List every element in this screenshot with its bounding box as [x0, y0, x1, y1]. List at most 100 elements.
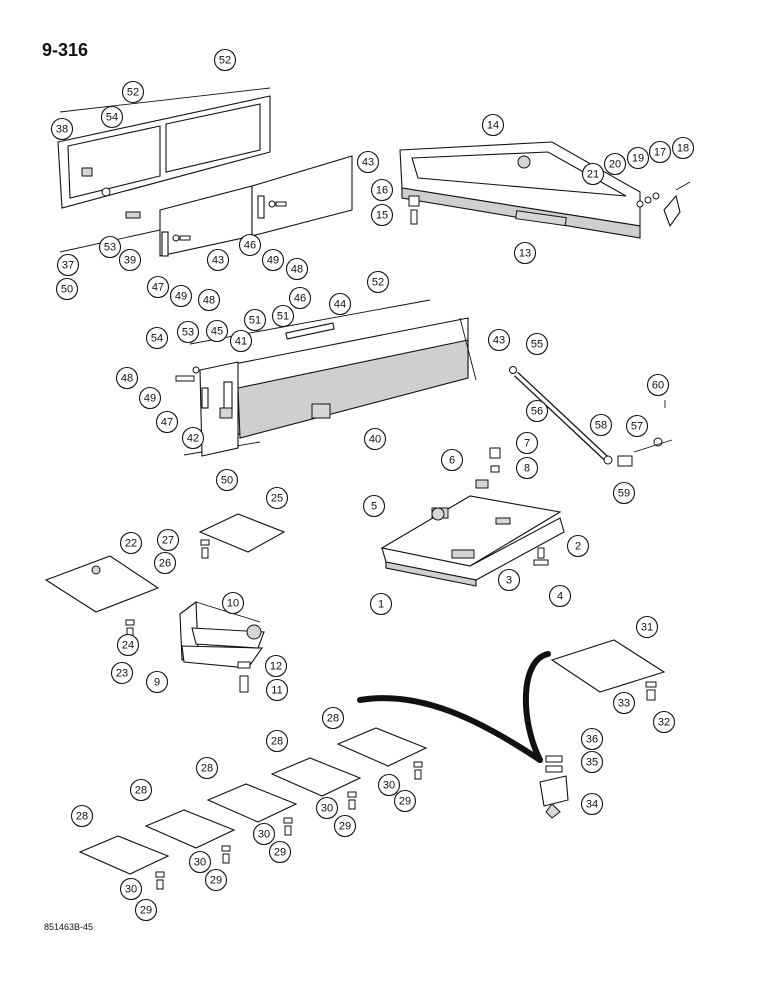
callout-19: 19 — [626, 146, 650, 170]
callout-49: 49 — [261, 248, 285, 272]
callout-27: 27 — [156, 528, 180, 552]
callout-number: 42 — [187, 433, 199, 445]
callout-10: 10 — [221, 591, 245, 615]
callout-number: 48 — [291, 264, 303, 276]
callout-42: 42 — [181, 426, 205, 450]
callout-51: 51 — [243, 308, 267, 332]
callout-1: 1 — [369, 592, 393, 616]
callout-number: 55 — [531, 339, 543, 351]
callout-number: 30 — [194, 857, 206, 869]
callout-number: 51 — [277, 311, 289, 323]
callout-4: 4 — [548, 584, 572, 608]
callout-29: 29 — [333, 814, 357, 838]
callout-number: 48 — [203, 295, 215, 307]
callout-number: 33 — [618, 698, 630, 710]
callout-number: 30 — [383, 780, 395, 792]
callout-37: 37 — [56, 253, 80, 277]
callout-number: 29 — [274, 847, 286, 859]
callout-number: 23 — [116, 668, 128, 680]
callout-24: 24 — [116, 633, 140, 657]
callout-55: 55 — [525, 332, 549, 356]
callout-number: 1 — [378, 599, 384, 611]
callout-43: 43 — [206, 248, 230, 272]
callout-53: 53 — [98, 235, 122, 259]
callout-number: 16 — [376, 185, 388, 197]
callout-number: 51 — [249, 315, 261, 327]
callout-number: 52 — [372, 277, 384, 289]
callout-56: 56 — [525, 399, 549, 423]
callout-number: 57 — [631, 421, 643, 433]
callout-46: 46 — [288, 286, 312, 310]
callout-number: 24 — [122, 640, 134, 652]
plate-cascade — [78, 727, 428, 890]
callout-number: 11 — [271, 685, 282, 697]
callout-29: 29 — [204, 868, 228, 892]
callout-9: 9 — [145, 670, 169, 694]
callout-number: 28 — [135, 785, 147, 797]
callout-number: 25 — [271, 493, 283, 505]
callout-number: 49 — [144, 393, 156, 405]
callout-number: 46 — [294, 293, 306, 305]
callout-number: 9 — [154, 677, 160, 689]
callout-8: 8 — [515, 456, 539, 480]
callout-number: 22 — [125, 538, 137, 550]
callout-15: 15 — [370, 203, 394, 227]
callout-number: 30 — [321, 803, 333, 815]
callout-number: 39 — [124, 255, 136, 267]
callout-3: 3 — [497, 568, 521, 592]
callout-number: 44 — [334, 299, 346, 311]
callout-30: 30 — [252, 822, 276, 846]
hose-and-cover-assembly — [357, 639, 666, 819]
callout-number: 7 — [524, 438, 530, 450]
corner-bracket-assembly — [179, 600, 265, 693]
callout-number: 43 — [362, 157, 374, 169]
callout-number: 30 — [125, 884, 137, 896]
callout-number: 38 — [56, 124, 68, 136]
callout-12: 12 — [264, 654, 288, 678]
callout-number: 27 — [162, 535, 174, 547]
callout-number: 30 — [258, 829, 270, 841]
callout-49: 49 — [138, 386, 162, 410]
callout-7: 7 — [515, 431, 539, 455]
callout-number: 46 — [244, 240, 256, 252]
callout-number: 18 — [677, 143, 689, 155]
callout-30: 30 — [188, 850, 212, 874]
callout-number: 21 — [587, 169, 599, 181]
callout-number: 4 — [557, 591, 563, 603]
callout-17: 17 — [648, 140, 672, 164]
callout-number: 17 — [654, 147, 666, 159]
callout-number: 52 — [127, 87, 139, 99]
upper-wall-panel-assembly — [57, 87, 353, 257]
callout-number: 52 — [219, 55, 231, 67]
callout-14: 14 — [481, 113, 505, 137]
callout-25: 25 — [265, 486, 289, 510]
callout-number: 8 — [524, 463, 530, 475]
callout-number: 13 — [519, 248, 531, 260]
callout-39: 39 — [118, 248, 142, 272]
callout-43: 43 — [487, 328, 511, 352]
callout-47: 47 — [146, 275, 170, 299]
callout-35: 35 — [580, 750, 604, 774]
callout-number: 14 — [487, 120, 499, 132]
callout-60: 60 — [646, 373, 670, 397]
callout-41: 41 — [229, 329, 253, 353]
callout-54: 54 — [100, 105, 124, 129]
callout-52: 52 — [121, 80, 145, 104]
callout-number: 59 — [618, 488, 630, 500]
callout-number: 29 — [210, 875, 222, 887]
top-tray-assembly — [399, 141, 691, 239]
callout-number: 35 — [586, 757, 598, 769]
floor-plate-assembly — [380, 447, 565, 587]
callout-59: 59 — [612, 481, 636, 505]
callout-28: 28 — [195, 756, 219, 780]
callout-number: 40 — [369, 434, 381, 446]
callout-number: 2 — [575, 541, 581, 553]
plate-28-c — [206, 783, 298, 823]
callout-number: 31 — [641, 622, 653, 634]
callout-47: 47 — [155, 410, 179, 434]
callout-number: 26 — [159, 558, 171, 570]
callout-32: 32 — [652, 710, 676, 734]
callout-50: 50 — [215, 468, 239, 492]
callout-number: 12 — [270, 661, 282, 673]
